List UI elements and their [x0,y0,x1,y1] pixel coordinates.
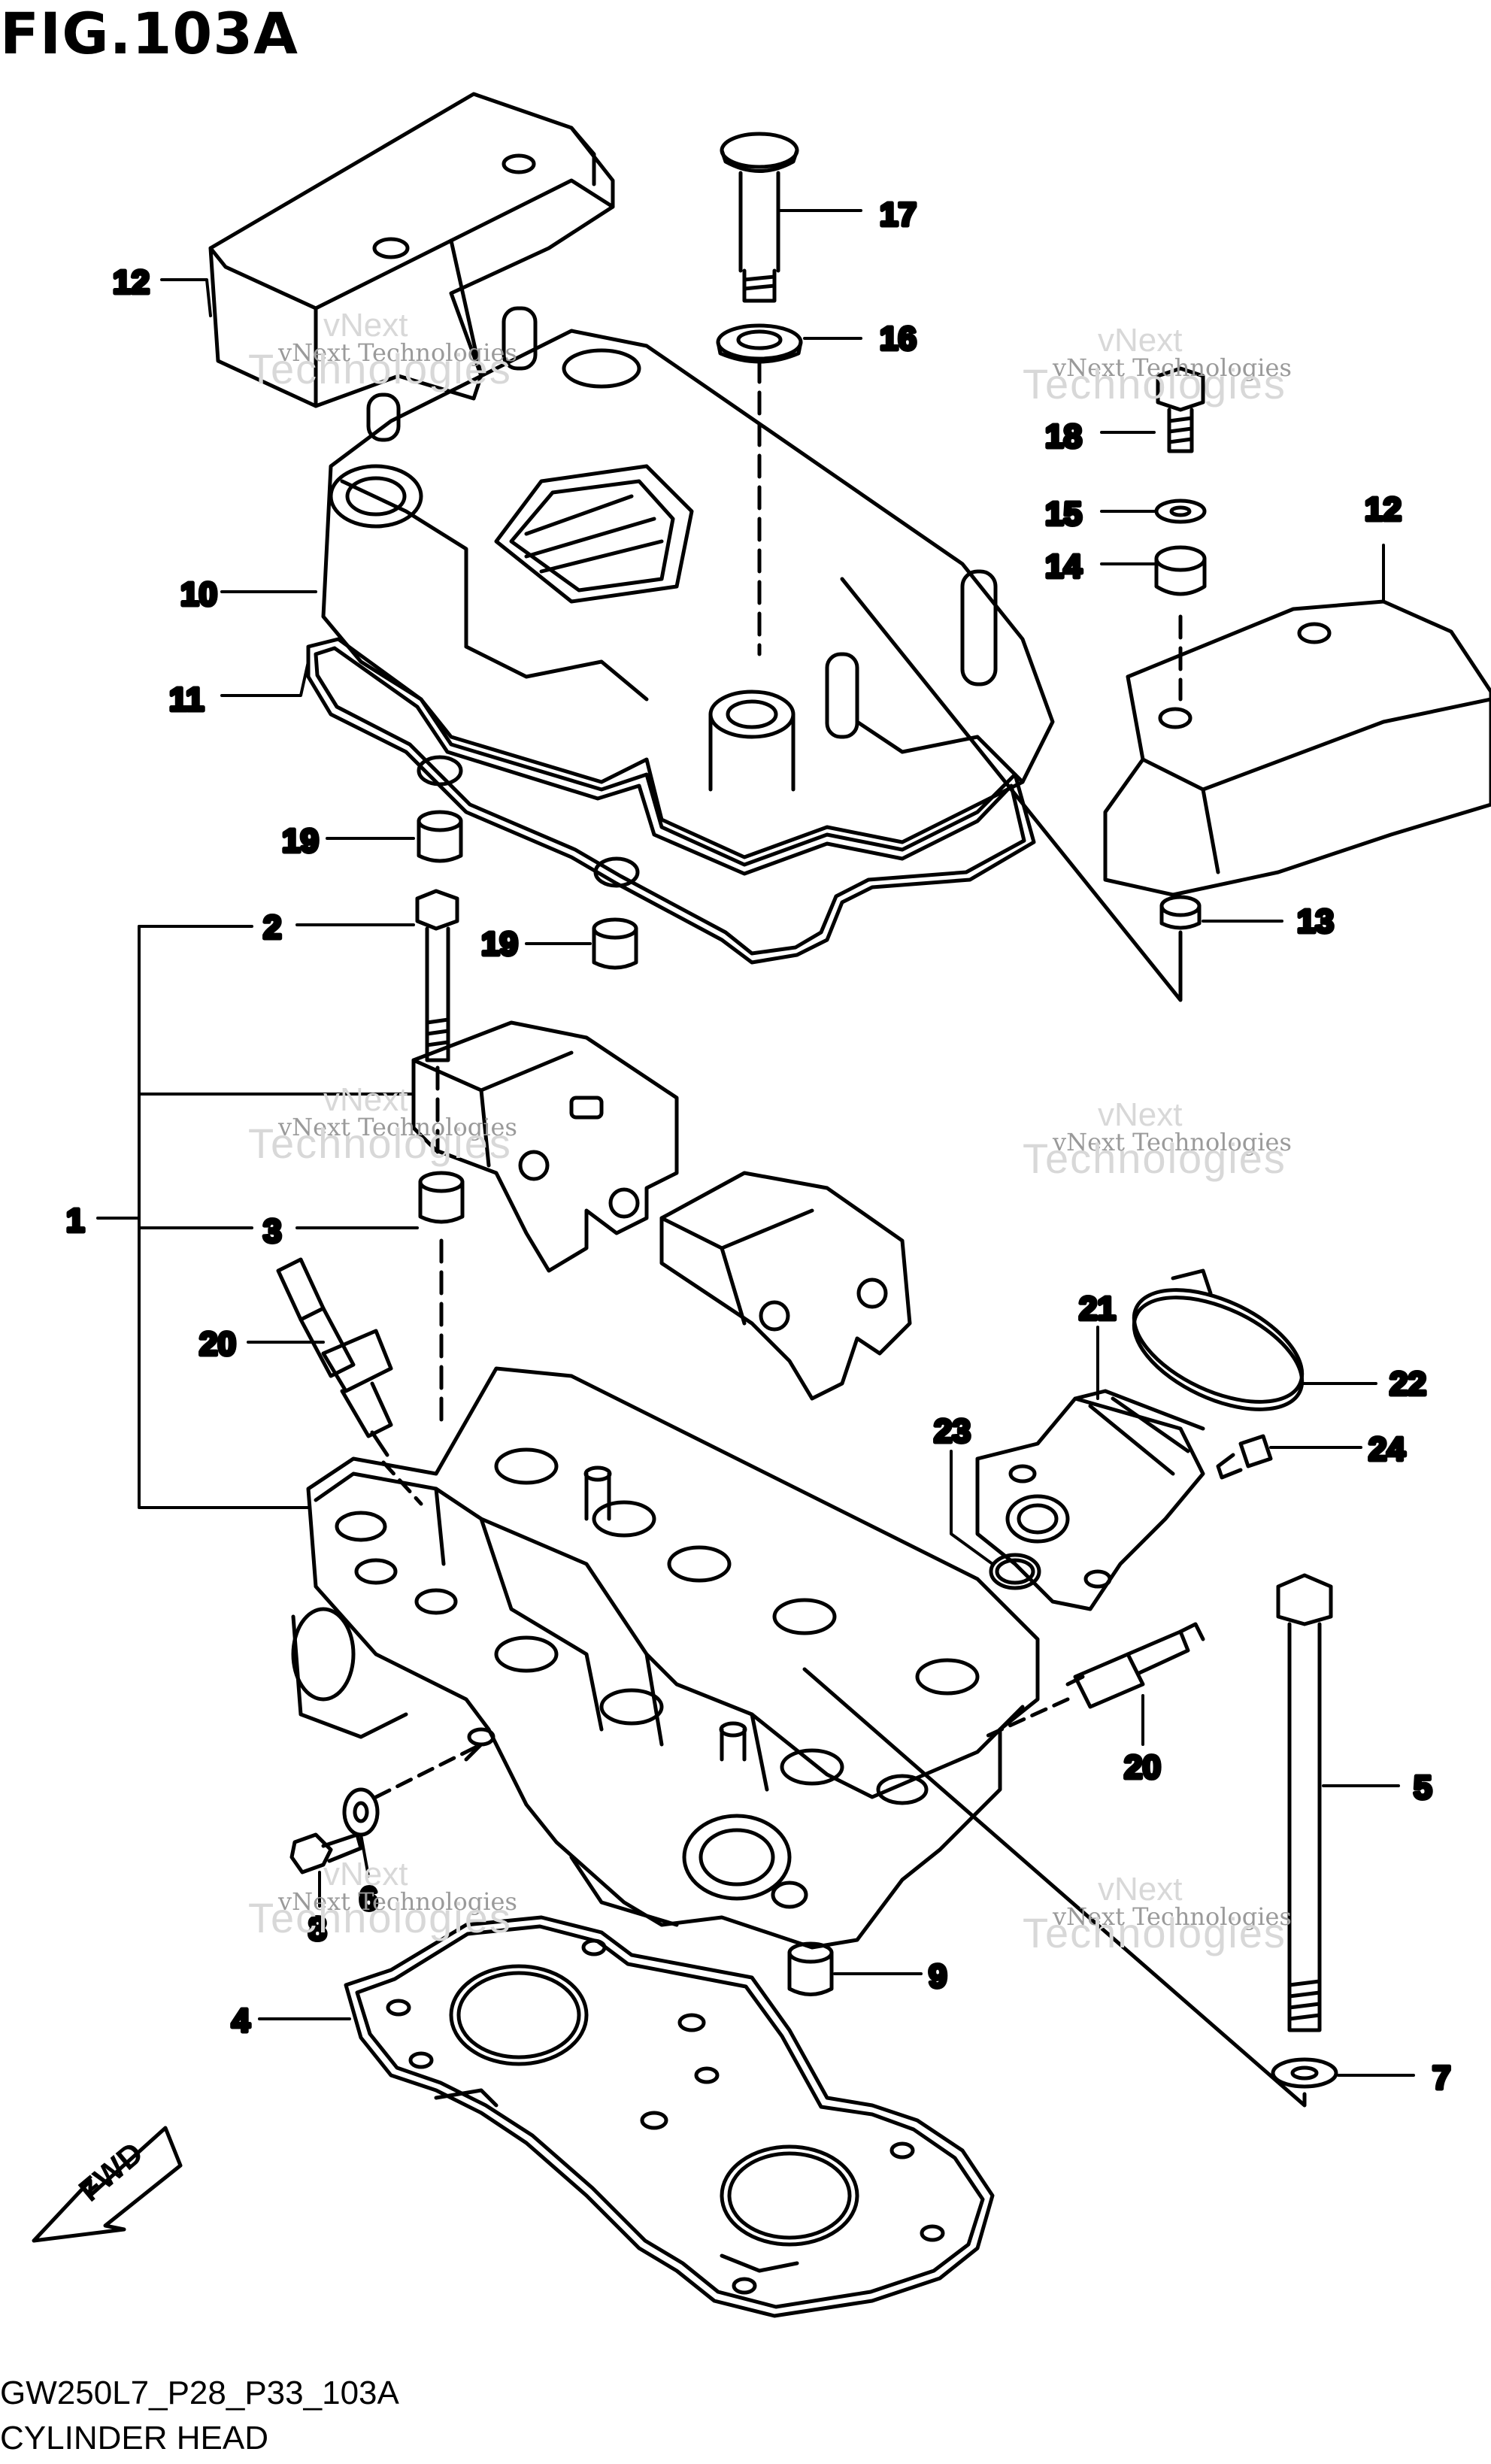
callout-6: 6 [359,1881,377,1917]
figure-name: CYLINDER HEAD [0,2420,268,2456]
callout-24: 24 [1368,1431,1405,1468]
callout-11: 11 [169,681,205,718]
callout-1: 1 [66,1202,84,1239]
part-4-head-gasket [344,1915,995,2318]
part-23-o-ring [989,1553,1041,1590]
callout-2: 2 [263,909,281,946]
callout-18: 18 [1045,418,1082,455]
callout-14: 14 [1045,548,1082,585]
part-5-stud-bolt [1276,1573,1333,2032]
callout-9: 9 [929,1958,947,1995]
callout-12-left: 12 [113,264,150,301]
part-6-washer [342,1787,380,1837]
callout-17: 17 [880,196,917,233]
callout-7: 7 [1432,2059,1450,2096]
part-21-intake-pipe [975,1389,1205,1611]
part-19-dowel-lower [592,917,638,970]
part-3-dowel [418,1171,465,1224]
part-2-bolt [415,889,459,1062]
part-17-bolt [720,132,799,303]
forward-direction-arrow: FWD [32,2126,183,2243]
leader-lines [96,209,1415,2077]
callout-22: 22 [1389,1365,1426,1402]
figure-title: FIG.103A [0,0,299,67]
part-11-cover-gasket [306,637,1036,965]
callout-12-right: 12 [1365,491,1402,528]
callout-20-right: 20 [1124,1749,1161,1786]
assembly-line [374,1742,483,1799]
cylinder-head-body [291,1366,1040,1950]
callout-10: 10 [180,576,217,613]
part-24-screw [1216,1434,1273,1480]
part-18-bolt [1156,366,1205,453]
assembly-line [983,1697,1070,1739]
part-19-dowel-upper [417,810,463,863]
callout-20-left: 20 [199,1326,236,1362]
callout-4: 4 [232,2002,250,2039]
camshaft-holder-left [411,1020,679,1273]
reference-line [802,1667,1307,2108]
part-12-right-cover [1103,599,1491,897]
part-20-spark-plug-right [1065,1622,1205,1709]
callout-13: 13 [1297,903,1334,940]
part-9-dowel [787,1941,834,1996]
callout-19-upper: 19 [282,823,319,859]
part-20-spark-plug-left [276,1257,393,1457]
part-8-bolt [289,1832,363,1875]
part-12-left-cover [208,92,615,408]
callout-5: 5 [1414,1769,1432,1806]
callout-16: 16 [880,320,917,357]
diagram-code: GW250L7_P28_P33_103A [0,2375,399,2411]
part-14-grommet [1154,545,1207,596]
part-7-washer [1271,2057,1338,2089]
callout-23: 23 [934,1413,971,1450]
callout-labels: 12 17 16 18 15 14 12 10 11 19 19 13 2 1 … [65,195,1453,2099]
callout-3: 3 [263,1213,281,1250]
part-15-washer [1154,499,1207,524]
callout-21: 21 [1079,1290,1116,1327]
part-10-head-cover [321,306,1055,859]
callout-8: 8 [308,1911,326,1947]
reference-line [840,577,1183,1002]
callout-15: 15 [1045,496,1082,532]
callout-19-lower: 19 [481,926,518,962]
part-13-collar [1159,895,1202,930]
part-16-grommet [716,323,803,364]
camshaft-holder-right [659,1171,912,1401]
